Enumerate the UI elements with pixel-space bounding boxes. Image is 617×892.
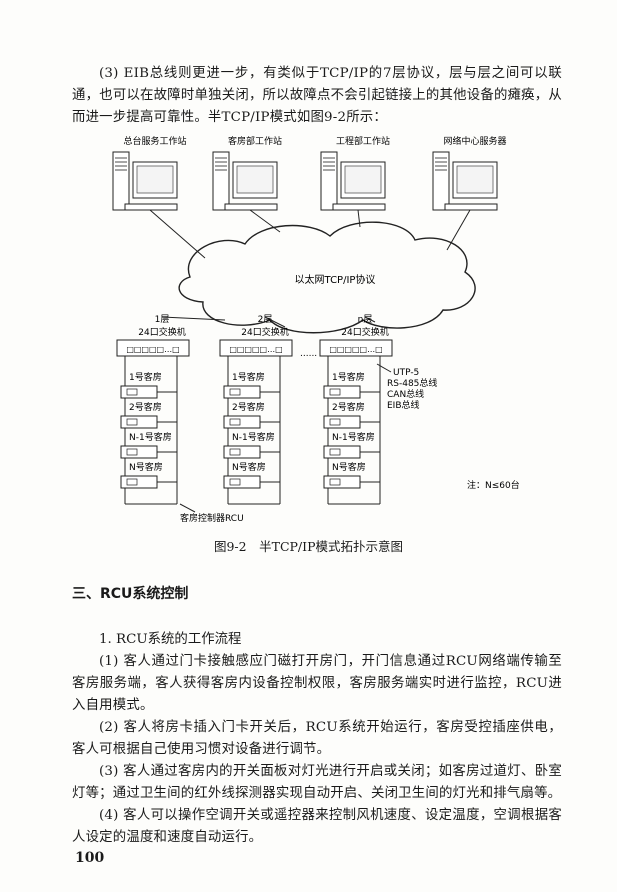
- workstation: 工程部工作站: [320, 135, 390, 228]
- rcu-device-icon: [120, 415, 158, 429]
- network-link: [249, 209, 281, 233]
- workstation: 网络中心服务器: [432, 135, 507, 251]
- rcu-device-icon: [120, 445, 158, 459]
- network-link: [446, 209, 471, 251]
- topology-diagram: 总台服务工作站 客房部工作站 工程部工作站 网络中心服务器 以太网TCP/IP协议 1…: [112, 135, 520, 524]
- paragraph-1: (1) 客人通过门卡接触感应门磁打开房门，开门信息通过RCU网络端传输至客房服务…: [72, 654, 562, 713]
- diagram-note: 注：N≤60台: [467, 479, 520, 491]
- room-label: N号客房: [129, 461, 163, 473]
- network-label: 以太网TCP/IP协议: [295, 273, 376, 286]
- room-label: N号客房: [232, 461, 266, 473]
- switch-label: 24口交换机: [341, 326, 388, 338]
- room-label: N号客房: [332, 461, 366, 473]
- computer-tower-icon: [112, 151, 130, 211]
- section-heading: 三、RCU系统控制: [72, 586, 189, 602]
- switch-icon: [219, 339, 293, 357]
- computer-tower-icon: [320, 151, 338, 211]
- room-label: 2号客房: [232, 401, 265, 413]
- keyboard-icon: [332, 203, 386, 211]
- rcu-pointer: [179, 503, 196, 513]
- room-label: N-1号客房: [332, 431, 375, 443]
- keyboard-icon: [444, 203, 498, 211]
- paragraph-3: (3) 客人通过客房内的开关面板对灯光进行开启或关闭；如客房过道灯、卧室灯等；通…: [72, 764, 562, 801]
- bus-label: UTP-5: [393, 368, 419, 378]
- rcu-device-icon: [323, 415, 361, 429]
- floor-uplink: [161, 316, 226, 321]
- rcu-device-icon: [323, 385, 361, 399]
- floor-ellipsis: ......: [300, 349, 317, 359]
- switch-ports: □□□□□…□: [229, 345, 282, 354]
- room-label: N-1号客房: [129, 431, 172, 443]
- workstation-label: 网络中心服务器: [443, 135, 506, 147]
- computer-tower-icon: [212, 151, 230, 211]
- workstation-label: 工程部工作站: [336, 135, 390, 147]
- page-number: 100: [75, 850, 105, 866]
- network-link: [149, 209, 206, 259]
- switch-label: 24口交换机: [138, 326, 185, 338]
- room-label: 1号客房: [232, 371, 265, 383]
- switch-ports: □□□□□…□: [126, 345, 179, 354]
- workstation-label: 总台服务工作站: [123, 135, 186, 147]
- keyboard-icon: [224, 203, 278, 211]
- rcu-device-icon: [223, 475, 261, 489]
- switch-icon: [319, 339, 393, 357]
- switch-icon: [116, 339, 190, 357]
- floor-uplink: [264, 316, 286, 328]
- rcu-device-icon: [323, 475, 361, 489]
- rcu-device-icon: [223, 445, 261, 459]
- floor-uplink: [364, 316, 376, 323]
- bus-label: CAN总线: [387, 388, 424, 400]
- workstation: 总台服务工作站: [112, 135, 206, 259]
- room-label: 1号客房: [129, 371, 162, 383]
- subsection-heading: 1. RCU系统的工作流程: [99, 632, 242, 647]
- room-label: 2号客房: [332, 401, 365, 413]
- bus-pointer: [376, 363, 392, 373]
- network-link: [357, 209, 361, 228]
- figure-caption: 图9-2 半TCP/IP模式拓扑示意图: [213, 539, 403, 554]
- bus-label: EIB总线: [387, 399, 420, 411]
- workstation-label: 客房部工作站: [228, 135, 282, 147]
- room-label: 1号客房: [332, 371, 365, 383]
- room-label: 2号客房: [129, 401, 162, 413]
- rcu-device-icon: [323, 445, 361, 459]
- keyboard-icon: [124, 203, 178, 211]
- floor-label: 2层: [258, 314, 273, 325]
- rcu-device-icon: [120, 475, 158, 489]
- rcu-device-icon: [223, 415, 261, 429]
- floor-label: 1层: [155, 314, 170, 325]
- switch-ports: □□□□□…□: [329, 345, 382, 354]
- bus-label: RS-485总线: [387, 377, 437, 389]
- rcu-device-icon: [120, 385, 158, 399]
- ethernet-cloud: [178, 221, 476, 334]
- paragraph-2: (2) 客人将房卡插入门卡开关后，RCU系统开始运行，客房受控插座供电，客人可根…: [72, 720, 562, 757]
- workstation: 客房部工作站: [212, 135, 282, 233]
- rcu-label: 客房控制器RCU: [180, 512, 244, 524]
- paragraph-4: (4) 客人可以操作空调开关或遥控器来控制风机速度、设定温度，空调根据客人设定的…: [72, 808, 562, 845]
- switch-label: 24口交换机: [241, 326, 288, 338]
- room-label: N-1号客房: [232, 431, 275, 443]
- intro-paragraph: (3) EIB总线则更进一步，有类似于TCP/IP的7层协议，层与层之间可以联通…: [72, 66, 562, 125]
- computer-tower-icon: [432, 151, 450, 211]
- rcu-device-icon: [223, 385, 261, 399]
- floor-label: n层: [358, 314, 373, 325]
